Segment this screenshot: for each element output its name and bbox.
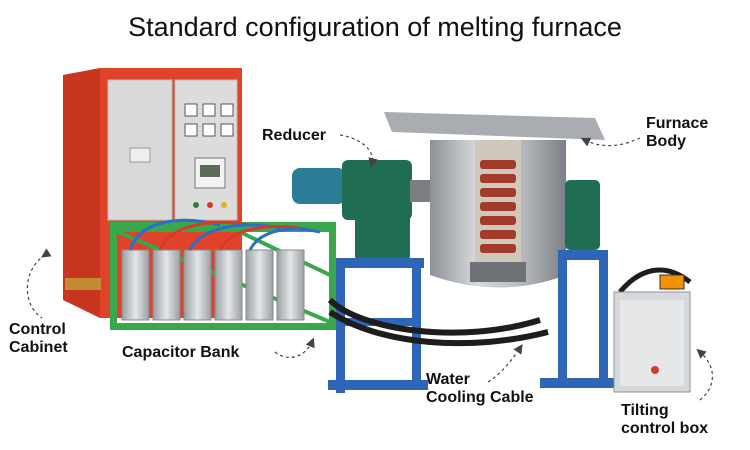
control-cabinet-label-line1: Control xyxy=(9,321,66,338)
water-cooling-cable xyxy=(327,297,549,347)
tilting-control-box xyxy=(613,267,692,393)
water-cooling-cable-label-line2: Cooling Cable xyxy=(426,389,534,406)
page-title: Standard configuration of melting furnac… xyxy=(128,12,622,42)
capacitors xyxy=(121,249,305,321)
water-cooling-cable-label-line1: Water xyxy=(426,371,470,388)
induction-coil xyxy=(480,160,516,253)
reducer-label: Reducer xyxy=(262,127,327,144)
dashed-arrow-icon xyxy=(26,134,713,401)
tilting-control-box-label-line2: control box xyxy=(621,420,709,437)
furnace-body-label-line1: Furnace xyxy=(646,115,709,132)
meters xyxy=(184,103,234,137)
furnace-body xyxy=(384,112,605,288)
cables xyxy=(128,218,321,251)
capacitor-bank-label: Capacitor Bank xyxy=(122,344,240,361)
capacitor-bank xyxy=(110,218,336,330)
tilting-control-box-label-line1: Tilting xyxy=(621,402,669,419)
control-cabinet-label-line2: Cabinet xyxy=(9,339,68,356)
furnace-body-label-line2: Body xyxy=(646,133,686,150)
tilt-stand xyxy=(540,180,620,388)
reducer xyxy=(292,160,432,260)
